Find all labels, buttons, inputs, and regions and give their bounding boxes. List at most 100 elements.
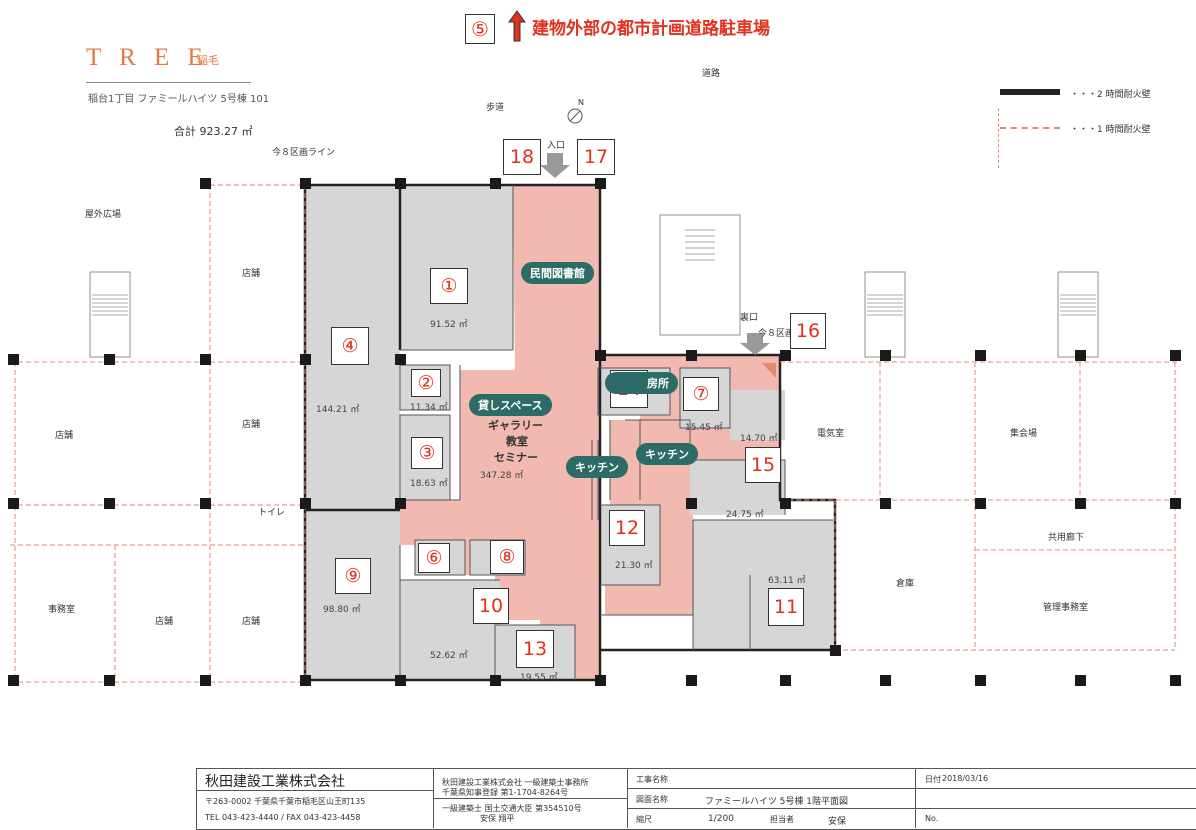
elec-room-label: 電気室 <box>817 429 845 439</box>
column <box>975 350 986 361</box>
legend-1hr-line <box>1000 127 1060 129</box>
header-underline <box>86 82 251 83</box>
room-9-fill <box>305 510 400 680</box>
column <box>830 645 841 656</box>
column <box>200 354 211 365</box>
column <box>395 354 406 365</box>
column <box>490 675 501 686</box>
area-room-2: 11.34 ㎡ <box>410 403 448 413</box>
tb-hline <box>433 798 627 799</box>
column <box>595 178 606 189</box>
area-room-1: 91.52 ㎡ <box>430 320 468 330</box>
area-room-9: 98.80 ㎡ <box>323 605 361 615</box>
column <box>104 675 115 686</box>
area-room-7: 15.45 ㎡ <box>685 423 723 433</box>
column <box>104 498 115 509</box>
column <box>395 498 406 509</box>
north-label: N <box>578 98 584 107</box>
brand-sub: 稲毛 <box>197 54 219 67</box>
column <box>1075 498 1086 509</box>
zone-line-label-2: 今８区画 <box>758 329 795 339</box>
entrance-arrow-icon <box>540 153 570 178</box>
kitchen-tag: キッチン <box>566 456 628 478</box>
page-title: 建物外部の都市計画道路駐車場 <box>532 19 770 39</box>
kitchen-tag-3: 房所 <box>605 372 678 394</box>
shop-label: 店舗 <box>55 431 74 441</box>
column <box>880 498 891 509</box>
room-number-15: 15 <box>745 447 781 483</box>
column <box>1075 675 1086 686</box>
column <box>300 675 311 686</box>
room-11-fill <box>693 520 833 650</box>
area-room-4: 144.21 ㎡ <box>316 405 360 415</box>
column <box>490 178 501 189</box>
area-room-13: 19.55 ㎡ <box>520 673 558 683</box>
column <box>780 498 791 509</box>
north-arrow-icon <box>567 108 583 124</box>
staff-value: 安保 <box>828 817 847 827</box>
staff-label: 担当者 <box>770 815 794 824</box>
room-number-11: 11 <box>768 588 804 626</box>
company-name: 秋田建設工業株式会社 <box>205 774 345 790</box>
drawing-value: ファミールハイツ 5号棟 1階平面図 <box>705 797 848 807</box>
corridor-label: 共用廊下 <box>1048 533 1085 543</box>
room-number-7: ⑦ <box>683 377 719 411</box>
area-room-12: 21.30 ㎡ <box>615 561 653 571</box>
room-number-3: ③ <box>411 437 443 469</box>
room-number-18: 18 <box>503 139 541 175</box>
column <box>104 354 115 365</box>
room-number-6: ⑥ <box>418 543 450 573</box>
column <box>595 675 606 686</box>
classroom-label: 教室 <box>506 435 528 448</box>
column <box>1170 675 1181 686</box>
shop-label: 店舗 <box>155 617 174 627</box>
column <box>780 350 791 361</box>
tb-hline <box>627 788 1196 789</box>
project-label: 工事名称 <box>636 775 668 784</box>
column <box>1075 350 1086 361</box>
column <box>880 350 891 361</box>
column <box>686 350 697 361</box>
office-label: 事務室 <box>48 605 76 615</box>
mgmt-office-label: 管理事務室 <box>1043 603 1089 613</box>
date-label: 日付 <box>925 775 941 784</box>
area-room-11: 63.11 ㎡ <box>768 576 806 586</box>
column <box>8 675 19 686</box>
room-number-12: 12 <box>609 510 645 546</box>
room-number-17: 17 <box>577 139 615 175</box>
column <box>686 498 697 509</box>
company-address: 〒263-0002 千葉県千葉市稲毛区山王町135 <box>205 797 366 806</box>
company-tel: TEL 043-423-4440 / FAX 043-423-4458 <box>205 813 361 822</box>
legend-2hr-line <box>1000 89 1060 95</box>
column <box>8 498 19 509</box>
room-number-10: 10 <box>473 588 509 624</box>
scale-label: 縮尺 <box>636 815 652 824</box>
room-number-5: ⑤ <box>465 14 495 44</box>
entrance-label: 入口 <box>547 141 566 151</box>
drawing-label: 図面名称 <box>636 795 668 804</box>
column <box>395 675 406 686</box>
storage-label: 倉庫 <box>896 579 915 589</box>
tb-divider <box>915 768 916 828</box>
column <box>300 498 311 509</box>
column <box>975 498 986 509</box>
zone-line-label: 今８区画ライン <box>272 148 336 158</box>
shop-label: 店舗 <box>242 269 261 279</box>
column <box>8 354 19 365</box>
column <box>200 675 211 686</box>
room-number-16: 16 <box>790 313 826 349</box>
seminar-label: セミナー <box>494 451 538 464</box>
column <box>686 675 697 686</box>
road-label: 道路 <box>702 69 721 79</box>
column <box>200 178 211 189</box>
address: 稲台1丁目 ファミールハイツ 5号棟 101 <box>88 94 270 105</box>
column <box>200 498 211 509</box>
date-value: 2018/03/16 <box>942 774 989 783</box>
up-arrow-icon <box>508 10 526 42</box>
room-number-4: ④ <box>331 327 369 365</box>
room-number-8: ⑧ <box>490 540 524 574</box>
kitchen-tag: キッチン <box>636 443 698 465</box>
library-tag: 民間図書館 <box>521 262 594 284</box>
room-number-13: 13 <box>516 630 554 668</box>
